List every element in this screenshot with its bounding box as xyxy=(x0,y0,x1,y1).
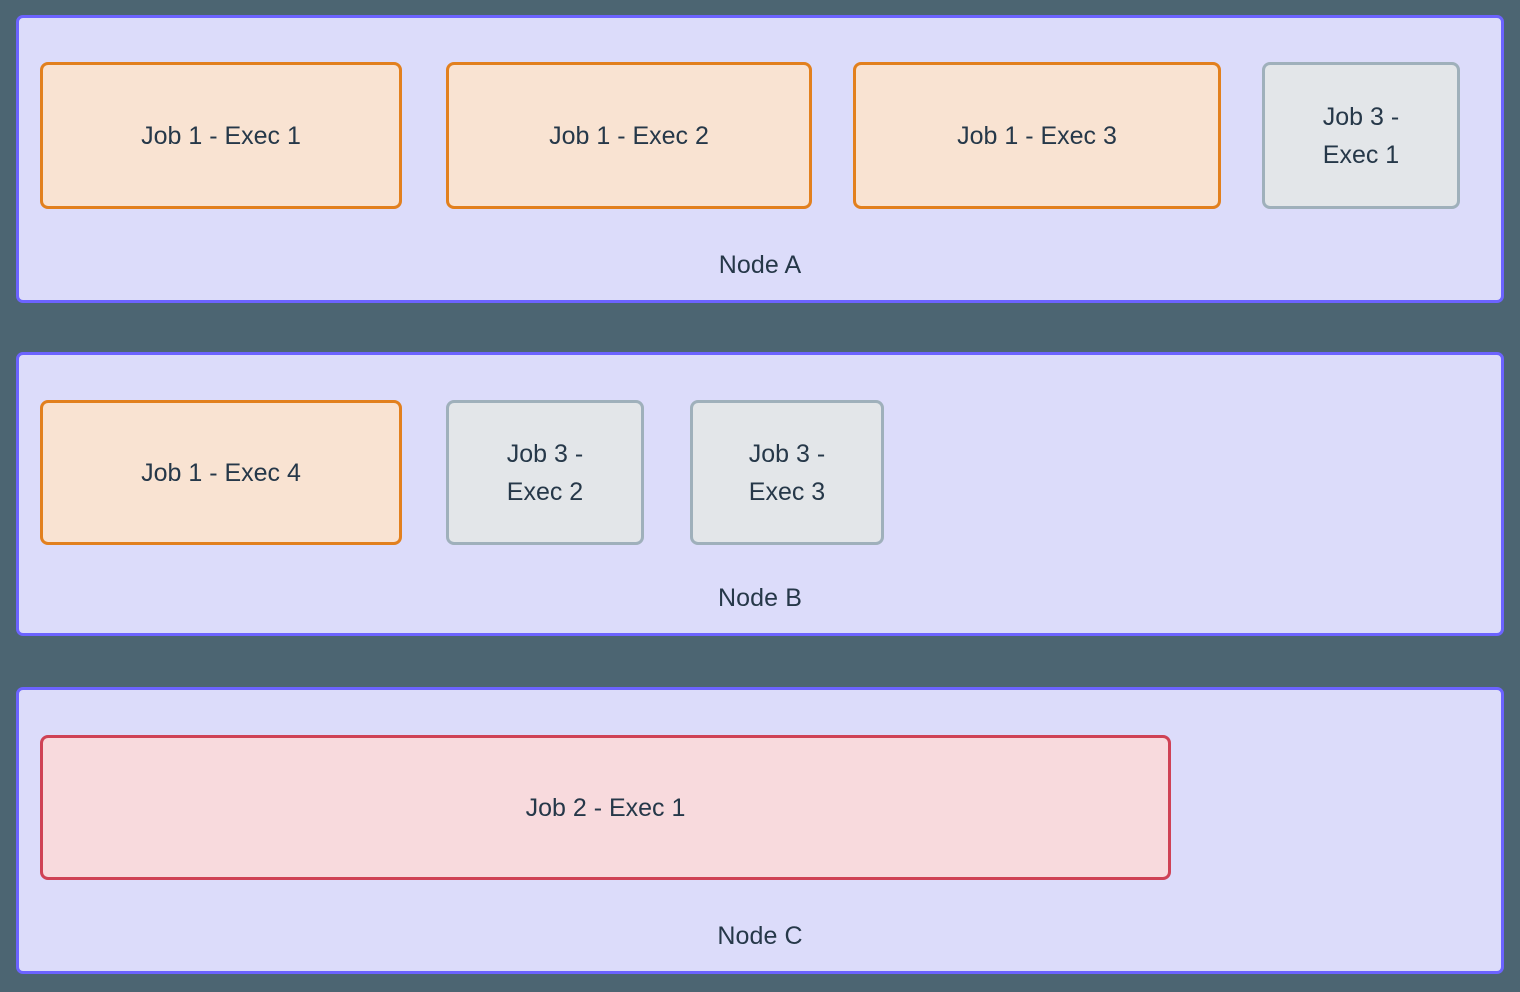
node-container-c[interactable]: Job 2 - Exec 1 Node C xyxy=(16,687,1504,974)
executor-label: Job 3 - Exec 3 xyxy=(748,439,826,506)
executor-label: Job 2 - Exec 1 xyxy=(525,793,686,822)
executor-label: Job 1 - Exec 3 xyxy=(957,121,1117,150)
node-container-b[interactable]: Job 1 - Exec 4 Job 3 - Exec 2 Job 3 - Ex… xyxy=(16,352,1504,636)
executor-label: Job 3 - Exec 2 xyxy=(506,439,584,506)
executor-box-job3-exec1[interactable]: Job 3 - Exec 1 xyxy=(1262,62,1460,209)
node-label-a: Node A xyxy=(718,251,802,279)
executor-box-job1-exec1[interactable]: Job 1 - Exec 1 xyxy=(40,62,402,209)
node-label-c: Node C xyxy=(717,922,803,950)
executor-box-job3-exec2[interactable]: Job 3 - Exec 2 xyxy=(446,400,644,545)
executor-box-job1-exec4[interactable]: Job 1 - Exec 4 xyxy=(40,400,402,545)
executor-box-job1-exec3[interactable]: Job 1 - Exec 3 xyxy=(853,62,1221,209)
node-label-b: Node B xyxy=(718,584,802,612)
executor-box-job1-exec2[interactable]: Job 1 - Exec 2 xyxy=(446,62,812,209)
executor-label: Job 1 - Exec 2 xyxy=(549,121,709,150)
executor-box-job2-exec1[interactable]: Job 2 - Exec 1 xyxy=(40,735,1171,880)
executor-box-job3-exec3[interactable]: Job 3 - Exec 3 xyxy=(690,400,884,545)
executor-label: Job 1 - Exec 1 xyxy=(141,121,301,150)
executor-label: Job 1 - Exec 4 xyxy=(141,458,301,487)
executor-label: Job 3 - Exec 1 xyxy=(1322,102,1400,169)
node-container-a[interactable]: Job 1 - Exec 1 Job 1 - Exec 2 Job 1 - Ex… xyxy=(16,15,1504,303)
